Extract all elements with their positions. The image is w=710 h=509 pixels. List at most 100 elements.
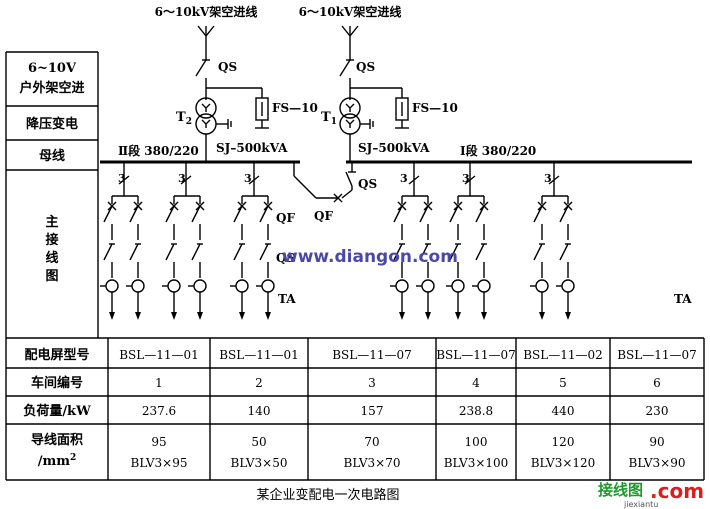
cell-cable-5: BLV3×120 — [531, 456, 596, 470]
row-label-main-wiring-3: 线 — [45, 250, 58, 266]
cell-area-6: 90 — [649, 435, 664, 449]
cell-area-1: 95 — [151, 435, 166, 449]
transformer-t1-primary — [339, 97, 361, 119]
feeder-2-branch-1-arrow — [171, 312, 177, 320]
t1-letter: T — [321, 110, 331, 125]
feeder-1-branch-1-qf-blade — [103, 205, 113, 223]
feeder-6-branch-2-ct — [561, 279, 575, 293]
cell-load-6: 230 — [646, 404, 669, 418]
row-label-main-wiring-1: 主 — [45, 214, 58, 230]
cell-load-5: 440 — [552, 404, 575, 418]
qs-right-label: QS — [356, 60, 375, 74]
feeder-6-branch-2-arrow — [565, 312, 571, 320]
feeder-4-branch-2-qs-blade — [419, 243, 429, 261]
feeder-slash-6 — [548, 175, 560, 185]
cable-count-label-6: 3 — [544, 172, 552, 185]
feeder-group — [100, 162, 575, 320]
cell-cable-3: BLV3×70 — [344, 456, 401, 470]
cell-load-1: 237.6 — [142, 404, 176, 418]
bus-tie: QS QF — [293, 162, 377, 223]
feeder-1-branch-2-ct — [131, 279, 145, 293]
bus-left-label: Ⅱ段 380/220 — [118, 143, 199, 158]
feeder-slash-5 — [464, 175, 476, 185]
incoming-right-label: 6～10kV架空进线 — [299, 4, 402, 19]
cell-panel-1: BSL—11—01 — [119, 348, 199, 362]
feeder-3-branch-2-ct — [261, 279, 275, 293]
t1-label: T1 — [321, 110, 337, 127]
feeder-4-branch-1-arrow — [399, 312, 405, 320]
feeder-4-branch-2-ct — [421, 279, 435, 293]
cell-area-3: 70 — [364, 435, 379, 449]
feeder-6-branch-1-arrow — [539, 312, 545, 320]
ta-right-label: TA — [674, 292, 692, 306]
t2-letter: T — [176, 110, 186, 125]
bus-right-label: Ⅰ段 380/220 — [460, 143, 536, 158]
cell-panel-5: BSL—11—02 — [523, 348, 603, 362]
feeder-5-branch-2-qs-blade — [475, 243, 485, 261]
feeder-2-branch-1-ct — [167, 279, 181, 293]
left-label-table: 6~10V 户外架空进 降压变电 母线 主 接 线 图 — [5, 51, 99, 480]
cable-count-label-2: 3 — [178, 172, 186, 185]
incoming-right: 6～10kV架空进线 QS FS—10 T1 SJ–500kVA — [299, 4, 458, 162]
feeder-qs-label: QS — [276, 251, 295, 265]
cell-shop-2: 2 — [255, 376, 263, 390]
cable-count-label-1: 3 — [118, 172, 126, 185]
cell-area-5: 120 — [552, 435, 575, 449]
cell-load-2: 140 — [248, 404, 271, 418]
header-wire-unit: /mm2 — [38, 453, 77, 469]
feeder-4-branch-2-qf-blade — [419, 205, 429, 223]
sj-right-label: SJ–500kVA — [358, 141, 430, 155]
logo-com-text: .com — [650, 479, 704, 503]
feeder-2-branch-1-qs-blade — [165, 243, 175, 261]
transformer-t2-primary — [195, 97, 217, 119]
feeder-6-branch-1-qs-blade — [533, 243, 543, 261]
feeder-6-branch-2-qf-blade — [559, 205, 569, 223]
feeder-2-branch-2-qf-blade — [191, 205, 201, 223]
feeder-4-branch-2-arrow — [425, 312, 431, 320]
feeder-5-branch-1-qs-blade — [449, 243, 459, 261]
header-shop-number: 车间编号 — [31, 375, 83, 391]
cell-shop-3: 3 — [368, 376, 376, 390]
figure-caption: 某企业变配电一次电路图 — [256, 487, 399, 503]
qs-left-blade — [195, 59, 207, 77]
cell-cable-6: BLV3×90 — [629, 456, 686, 470]
feeder-4-branch-1-ct — [395, 279, 409, 293]
row-label-incoming-2: 户外架空进 — [19, 80, 84, 96]
cell-panel-3: BSL—11—07 — [332, 348, 412, 362]
feeder-slash-1 — [118, 175, 130, 185]
cell-load-4: 238.8 — [459, 404, 493, 418]
feeder-5-branch-1-qf-blade — [449, 205, 459, 223]
cell-shop-5: 5 — [559, 376, 567, 390]
feeder-1-branch-2-qf-blade — [129, 205, 139, 223]
feeder-1-branch-1-arrow — [109, 312, 115, 320]
cable-count-label-3: 3 — [244, 172, 252, 185]
feeder-3-branch-1-ct — [235, 279, 249, 293]
row-label-main-wiring-4: 图 — [45, 269, 58, 284]
cell-shop-1: 1 — [155, 376, 163, 390]
feeder-slash-2 — [180, 175, 192, 185]
cell-cable-2: BLV3×50 — [231, 456, 288, 470]
feeder-2-branch-2-qs-blade — [191, 243, 201, 261]
feeder-slash-4 — [408, 175, 420, 185]
data-table: 配电屏型号 车间编号 负荷量/kW 导线面积 /mm2 BSL—11—01 1 … — [6, 337, 705, 481]
t1-subscript: 1 — [331, 117, 337, 127]
cell-load-3: 157 — [361, 404, 384, 418]
tie-qs-label: QS — [358, 177, 377, 191]
incoming-left-label: 6～10kV架空进线 — [155, 4, 258, 19]
header-load: 负荷量/kW — [23, 403, 91, 419]
feeder-slash-3 — [248, 175, 260, 185]
ta-left-label: TA — [278, 292, 296, 306]
feeder-5-branch-2-qf-blade — [475, 205, 485, 223]
cell-area-2: 50 — [251, 435, 266, 449]
header-wire-area: 导线面积 — [31, 432, 83, 448]
feeder-3-branch-1-qs-blade — [233, 243, 243, 261]
site-logo: 接线图 .com jiexiantu — [598, 479, 704, 509]
row-label-stepdown: 降压变电 — [26, 116, 78, 132]
feeder-6-branch-1-qf-blade — [533, 205, 543, 223]
qs-right-blade — [339, 59, 351, 77]
feeder-2-branch-2-arrow — [197, 312, 203, 320]
t2-subscript: 2 — [186, 117, 192, 127]
